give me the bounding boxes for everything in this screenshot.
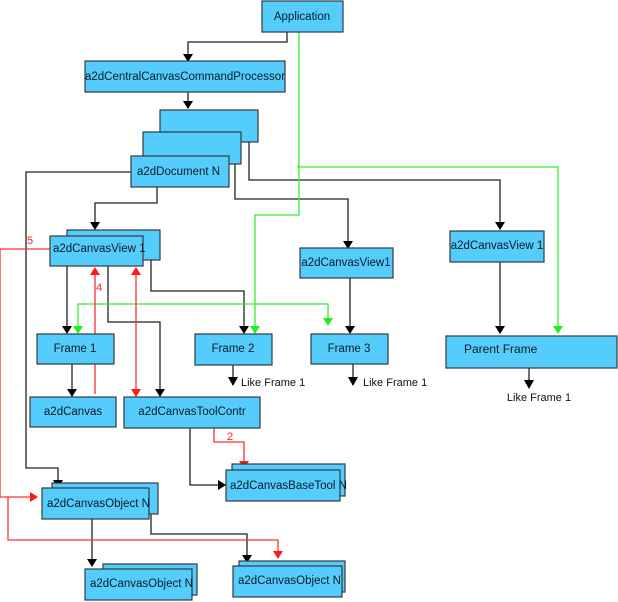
arrowhead bbox=[218, 480, 226, 490]
node-frame1-label: Frame 1 bbox=[54, 343, 97, 355]
arrowhead bbox=[239, 326, 249, 334]
edge-toolcontr-to-basetool bbox=[189, 428, 218, 486]
node-canvas-view-left[interactable]: a2dCanvasView 1 bbox=[49, 229, 161, 267]
node-command-processor[interactable]: a2dCentralCanvasCommandProcessor bbox=[84, 60, 286, 93]
node-frame1[interactable]: Frame 1 bbox=[36, 333, 115, 365]
arrowhead bbox=[73, 326, 83, 334]
node-frame2-label: Frame 2 bbox=[212, 343, 255, 355]
node-canvas-object-bottom-right-label: a2dCanvasObject N bbox=[238, 575, 341, 587]
node-tool-controller[interactable]: a2dCanvasToolContr bbox=[123, 396, 261, 429]
arrowhead bbox=[323, 318, 333, 326]
arrowhead bbox=[90, 222, 100, 230]
arrowhead bbox=[183, 54, 193, 62]
arrowhead bbox=[495, 326, 505, 334]
arrowhead bbox=[343, 241, 353, 249]
arrowhead bbox=[62, 326, 72, 334]
edge-app-to-cmdproc bbox=[187, 32, 288, 54]
arrowhead bbox=[87, 559, 97, 567]
green-app-to-parentframe bbox=[299, 166, 559, 326]
node-command-processor-label: a2dCentralCanvasCommandProcessor bbox=[85, 71, 285, 83]
edge-number-4: 4 bbox=[96, 282, 102, 294]
arrowhead bbox=[273, 551, 283, 559]
node-canvas-view-right[interactable]: a2dCanvasView 1 bbox=[449, 230, 545, 263]
arrowhead bbox=[67, 389, 77, 397]
edge-document-to-canvasobject bbox=[25, 171, 131, 480]
arrowhead bbox=[345, 326, 355, 334]
frame3-like-note: Like Frame 1 bbox=[363, 377, 427, 389]
node-base-tool-stack[interactable]: a2dCanvasBaseTool N bbox=[225, 463, 347, 502]
arrowhead bbox=[90, 267, 100, 275]
edge-document-to-view-left bbox=[94, 187, 158, 222]
edge-number-5: 5 bbox=[27, 235, 33, 247]
node-canvas-object-bottom-left[interactable]: a2dCanvasObject N bbox=[84, 563, 198, 601]
node-canvas-view-mid[interactable]: a2dCanvasView1 bbox=[299, 247, 394, 279]
arrowhead bbox=[30, 492, 38, 502]
green-app-to-frame2 bbox=[254, 32, 300, 326]
node-canvas-object-bottom-left-label: a2dCanvasObject N bbox=[90, 578, 193, 590]
node-parent-frame-label: Parent Frame bbox=[464, 342, 538, 356]
node-canvas-object-top[interactable]: a2dCanvasObject N bbox=[41, 482, 159, 520]
arrowhead bbox=[242, 555, 252, 563]
node-document-stack[interactable]: a2dDocument N bbox=[130, 109, 259, 188]
node-tool-controller-label: a2dCanvasToolContr bbox=[138, 406, 246, 418]
frame2-like-note: Like Frame 1 bbox=[241, 377, 305, 389]
arrowhead bbox=[553, 326, 563, 334]
node-canvas-object-bottom-right[interactable]: a2dCanvasObject N bbox=[232, 560, 346, 598]
node-parent-frame[interactable]: Parent Frame bbox=[445, 335, 618, 369]
node-frame3-label: Frame 3 bbox=[328, 343, 371, 355]
node-canvas-object-top-label: a2dCanvasObject N bbox=[47, 498, 150, 510]
edge-document-to-view-mid bbox=[234, 164, 349, 241]
node-canvas[interactable]: a2dCanvas bbox=[29, 396, 117, 428]
parent-frame-like-note: Like Frame 1 bbox=[507, 392, 571, 404]
arrowhead bbox=[495, 222, 505, 230]
arrowhead bbox=[228, 377, 238, 386]
arrowhead bbox=[524, 380, 534, 389]
node-frame3[interactable]: Frame 3 bbox=[310, 333, 389, 365]
edge-view-to-toolcontr bbox=[107, 266, 161, 389]
node-canvas-view-mid-label: a2dCanvasView1 bbox=[301, 257, 390, 269]
arrowhead bbox=[131, 389, 141, 397]
node-canvas-label: a2dCanvas bbox=[44, 406, 102, 418]
node-application-label: Application bbox=[274, 11, 330, 23]
arrowhead bbox=[250, 326, 260, 334]
edge-object-to-child-right bbox=[150, 514, 248, 555]
red-view-to-objects bbox=[0, 248, 51, 498]
edge-document-to-view-right bbox=[248, 142, 501, 222]
green-frame1-to-frame3 bbox=[77, 303, 329, 326]
edge-number-2: 2 bbox=[227, 431, 233, 443]
arrowhead bbox=[183, 101, 193, 109]
connectors bbox=[0, 32, 563, 567]
node-application[interactable]: Application bbox=[261, 0, 344, 33]
node-base-tool-label: a2dCanvasBaseTool N bbox=[230, 480, 347, 492]
arrowhead bbox=[131, 267, 141, 275]
node-document-label: a2dDocument N bbox=[137, 166, 220, 178]
red-view-to-object-right bbox=[7, 497, 279, 551]
arrowhead bbox=[155, 389, 165, 397]
node-canvas-view-right-label: a2dCanvasView 1 bbox=[451, 240, 544, 252]
arrowhead bbox=[348, 377, 358, 386]
red-toolcontr-to-basetool bbox=[213, 428, 245, 461]
node-canvas-view-left-label: a2dCanvasView 1 bbox=[53, 243, 146, 255]
node-frame2[interactable]: Frame 2 bbox=[194, 333, 273, 366]
edge-view-to-frame2 bbox=[150, 260, 245, 326]
